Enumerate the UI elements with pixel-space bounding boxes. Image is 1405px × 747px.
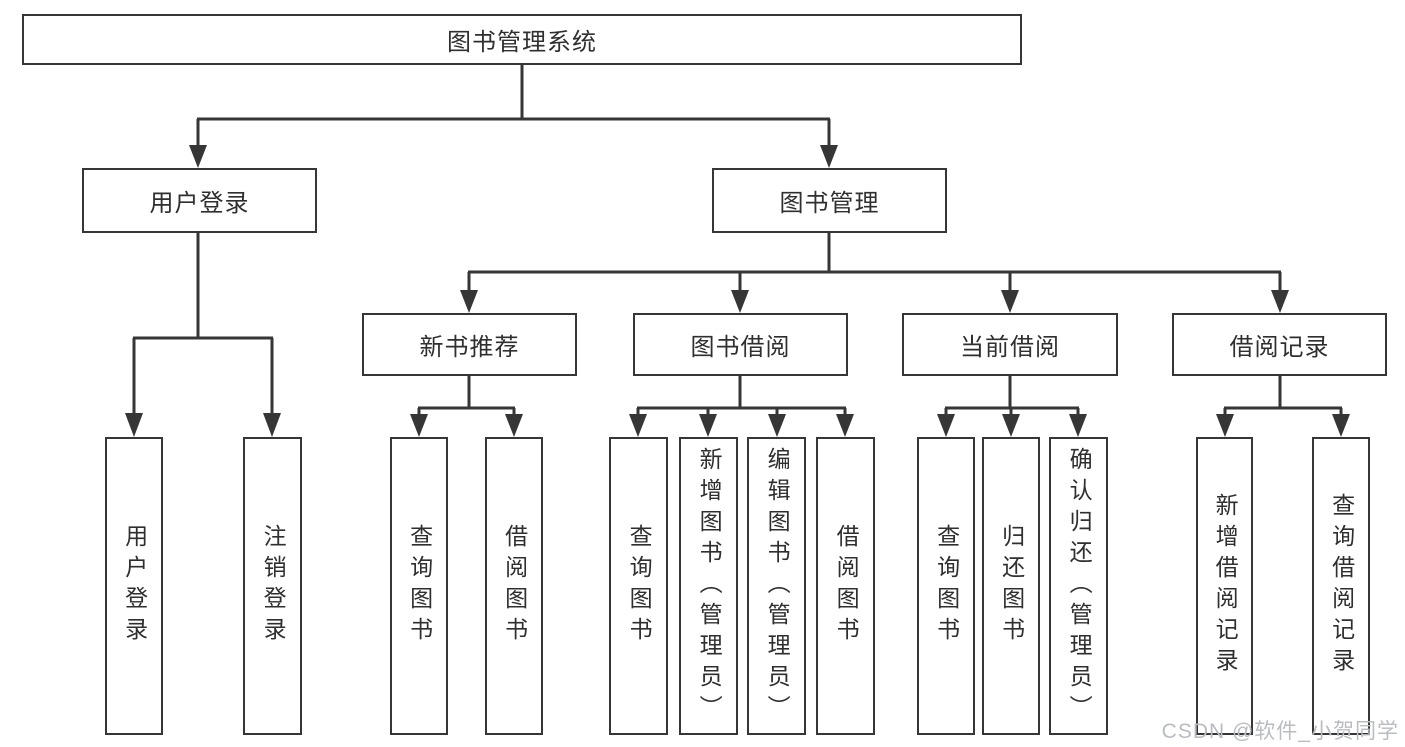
leaf-borrow-books: 借阅图书: [816, 437, 875, 735]
csdn-watermark: CSDN @软件_小贺同学: [1161, 720, 1399, 743]
leaf-add-borrow-record: 新增借阅记录: [1196, 437, 1253, 735]
leaf-logout: 注销登录: [243, 437, 302, 735]
node-book-management: 图书管理: [712, 168, 947, 233]
leaf-query-books-borrowing: 查询图书: [609, 437, 668, 735]
leaf-add-books-admin: 新增图书（管理员）: [679, 437, 738, 735]
leaf-user-login: 用户登录: [105, 437, 163, 735]
leaf-query-books-recommend: 查询图书: [390, 437, 448, 735]
node-book-borrowing: 图书借阅: [633, 313, 848, 376]
leaf-return-books: 归还图书: [982, 437, 1040, 735]
leaf-confirm-return-admin: 确认归还（管理员）: [1049, 437, 1108, 735]
node-borrowing-records: 借阅记录: [1172, 313, 1387, 376]
node-user-login: 用户登录: [82, 168, 317, 233]
leaf-borrow-books-recommend: 借阅图书: [485, 437, 543, 735]
node-current-borrowing: 当前借阅: [902, 313, 1118, 376]
root-node-library-management-system: 图书管理系统: [22, 14, 1022, 65]
node-new-book-recommend: 新书推荐: [362, 313, 577, 376]
leaf-query-books-current: 查询图书: [917, 437, 975, 735]
leaf-edit-books-admin: 编辑图书（管理员）: [747, 437, 806, 735]
leaf-query-borrow-record: 查询借阅记录: [1312, 437, 1370, 735]
